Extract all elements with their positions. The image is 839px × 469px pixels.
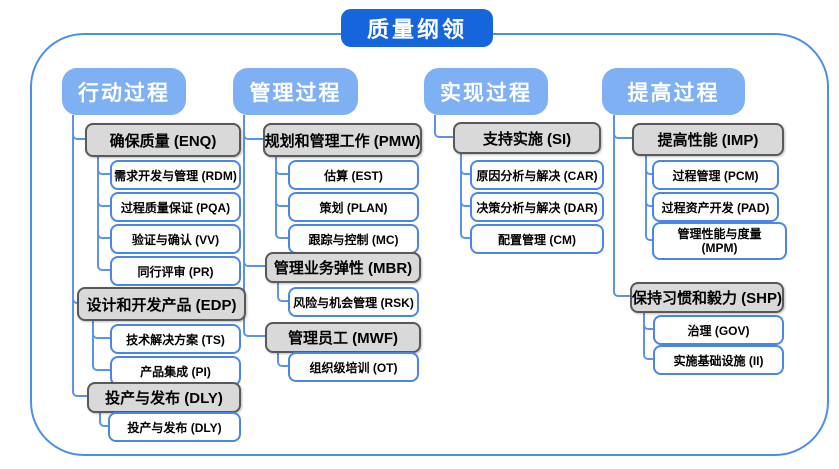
process-box-mpm: 管理性能与度量 (MPM) [652, 222, 787, 260]
process-box-pi: 产品集成 (PI) [110, 356, 241, 386]
connector-line [613, 115, 632, 297]
process-box-pcm: 过程管理 (PCM) [652, 160, 779, 190]
group-box-edp: 设计和开发产品 (EDP) [77, 287, 246, 321]
connector-line [243, 115, 267, 337]
process-box-ii: 实施基础设施 (II) [653, 345, 784, 375]
process-box-car: 原因分析与解决 (CAR) [470, 160, 604, 190]
process-box-rsk: 风险与机会管理 (RSK) [288, 287, 419, 317]
process-box-pad: 过程资产开发 (PAD) [652, 192, 779, 222]
connector-line [460, 150, 472, 239]
column-header-management: 管理过程 [233, 68, 358, 115]
connector-line [99, 409, 110, 427]
connector-line [645, 152, 654, 241]
connector-line [277, 349, 290, 367]
connector-line [277, 279, 290, 302]
process-box-dly: 投产与发布 (DLY) [108, 412, 241, 442]
process-box-pqa: 过程质量保证 (PQA) [110, 192, 241, 222]
group-box-imp: 提高性能 (IMP) [632, 123, 784, 156]
process-box-cm: 配置管理 (CM) [470, 224, 604, 254]
process-box-vv: 验证与确认 (VV) [110, 224, 241, 254]
group-box-mwf: 管理员工 (MWF) [265, 322, 421, 353]
group-box-enq: 确保质量 (ENQ) [85, 123, 241, 157]
connector-line [434, 115, 455, 138]
process-box-mc: 跟踪与控制 (MC) [288, 224, 419, 254]
connector-line [92, 317, 112, 371]
process-box-rdm: 需求开发与管理 (RDM) [110, 160, 241, 190]
group-box-dly: 投产与发布 (DLY) [87, 382, 241, 413]
group-box-si: 支持实施 (SI) [453, 122, 601, 154]
process-box-est: 估算 (EST) [288, 160, 419, 190]
column-header-improvement: 提高过程 [602, 68, 745, 115]
diagram-title: 质量纲领 [341, 9, 493, 47]
process-box-plan: 策划 (PLAN) [288, 192, 419, 222]
process-box-pr: 同行评审 (PR) [110, 256, 241, 286]
process-box-dar: 决策分析与解决 (DAR) [470, 192, 604, 222]
connector-line [643, 309, 655, 360]
group-box-shp: 保持习惯和毅力 (SHP) [630, 282, 784, 313]
process-box-ts: 技术解决方案 (TS) [110, 324, 241, 354]
connector-line [97, 153, 112, 271]
column-header-implementation: 实现过程 [424, 68, 548, 115]
connector-line [275, 153, 290, 239]
group-box-mbr: 管理业务弹性 (MBR) [265, 252, 421, 283]
group-box-pmw: 规划和管理工作 (PMW) [263, 123, 422, 157]
process-box-ot: 组织级培训 (OT) [288, 352, 419, 382]
process-box-gov: 治理 (GOV) [653, 315, 784, 345]
column-header-action: 行动过程 [62, 68, 186, 115]
connector-line [72, 115, 89, 397]
